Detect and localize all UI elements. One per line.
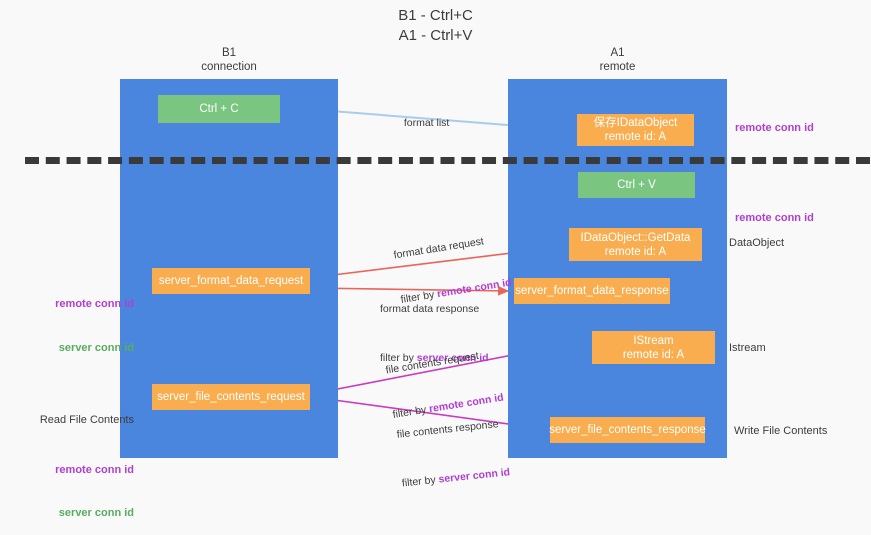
annotation-server-conn-id: server conn id bbox=[58, 341, 134, 354]
column-header-b1: B1 connection bbox=[201, 47, 257, 73]
annotation-remote-conn-id: remote conn id bbox=[55, 298, 134, 310]
annotation-write-file-contents: Write File Contents bbox=[734, 425, 828, 437]
edge-label-format-data-request-main: format data request bbox=[392, 235, 485, 262]
edge-label-format-data-response: format data response filter by server co… bbox=[380, 272, 489, 381]
node-idataobject-save[interactable]: 保存IDataObject remote id: A bbox=[577, 114, 694, 146]
edge-label-format-list: format list bbox=[398, 101, 450, 131]
annotation-istream: Istream bbox=[729, 342, 766, 354]
node-server-file-contents-response[interactable]: server_file_contents_response bbox=[549, 417, 706, 443]
node-ctrl-c[interactable]: Ctrl + C bbox=[158, 95, 280, 123]
annotation-remote-conn-id-mid: remote conn id bbox=[735, 212, 814, 224]
node-server-file-contents-request[interactable]: server_file_contents_request bbox=[152, 384, 310, 410]
annotation-left-conn-ids-mid: remote conn id server conn id bbox=[22, 268, 134, 370]
edge-label-file-contents-request-main: file contents request bbox=[384, 349, 480, 377]
arrow-file-contents-response bbox=[311, 396, 547, 433]
filter-prefix: filter by bbox=[380, 352, 417, 364]
annotation-server-conn-id: server conn id bbox=[58, 507, 134, 519]
page-title: B1 - Ctrl+C A1 - Ctrl+V bbox=[398, 7, 473, 44]
filter-prefix: filter by bbox=[401, 473, 440, 490]
node-idataobject-getdata[interactable]: IDataObject::GetData remote id: A bbox=[569, 228, 702, 261]
annotation-remote-conn-id-top: remote conn id bbox=[735, 122, 814, 134]
arrow-format-data-response bbox=[311, 286, 510, 296]
edge-label-format-list-text: format list bbox=[403, 117, 450, 129]
annotation-left-read-file-contents: Read File Contents remote conn id server… bbox=[28, 384, 134, 535]
filter-key-server-conn-id: server conn id bbox=[416, 352, 489, 364]
filter-key-server-conn-id: server conn id bbox=[437, 466, 511, 486]
node-istream[interactable]: IStream remote id: A bbox=[592, 331, 715, 364]
annotation-read-file-contents: Read File Contents bbox=[39, 414, 134, 426]
node-ctrl-v[interactable]: Ctrl + V bbox=[578, 172, 695, 198]
annotation-dataobject: DataObject bbox=[729, 237, 785, 249]
annotation-remote-conn-id: remote conn id bbox=[55, 463, 134, 476]
column-header-a1: A1 remote bbox=[599, 47, 636, 73]
phase-divider bbox=[25, 157, 870, 164]
edge-label-file-contents-response-main: file contents response bbox=[396, 418, 500, 441]
edge-label-file-contents-response-filter: filter by server conn id bbox=[401, 465, 511, 491]
node-server-format-data-response[interactable]: server_format_data_response bbox=[514, 278, 670, 304]
edge-label-format-data-response-filter: filter by server conn id bbox=[380, 351, 489, 366]
node-server-format-data-request[interactable]: server_format_data_request bbox=[152, 268, 310, 294]
edge-label-format-data-response-main: format data response bbox=[380, 303, 480, 315]
edge-label-file-contents-response: file contents response filter by server … bbox=[393, 387, 512, 507]
